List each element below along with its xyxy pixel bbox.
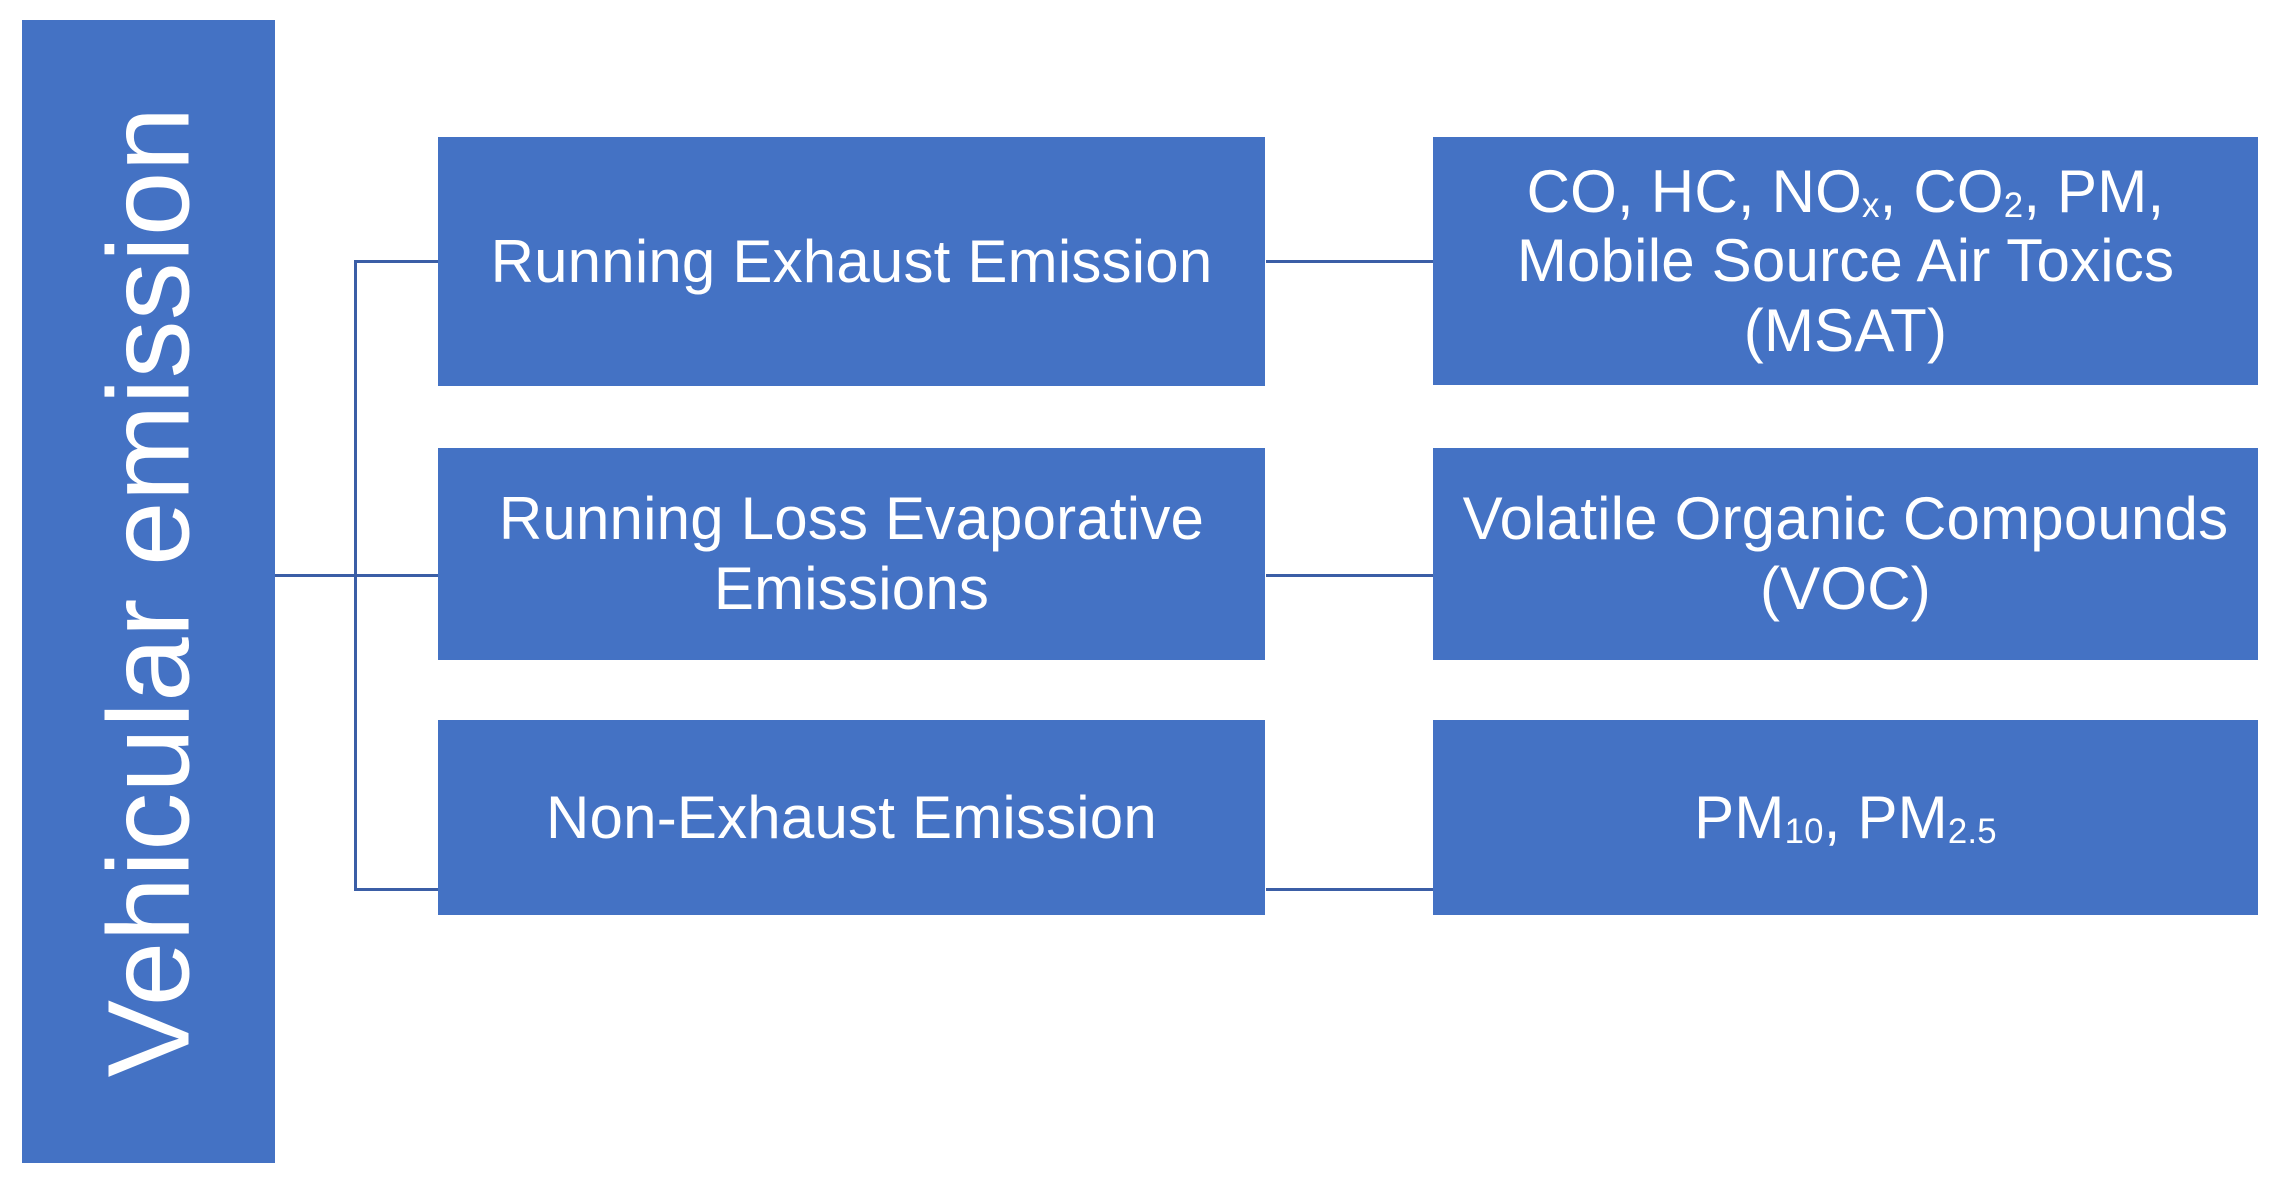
pollutant-node-2-label: Volatile Organic Compounds(VOC) bbox=[1462, 485, 2229, 622]
source-node-running-loss-evaporative-emissions[interactable]: Running Loss Evaporative Emissions bbox=[438, 448, 1265, 660]
source-node-running-exhaust-emission[interactable]: Running Exhaust Emission bbox=[438, 137, 1265, 386]
connector-root-stub bbox=[275, 574, 357, 577]
source-node-non-exhaust-emission[interactable]: Non-Exhaust Emission bbox=[438, 720, 1265, 915]
connector-link-1 bbox=[1266, 260, 1434, 263]
root-node-vehicular-emission[interactable]: Vehicular emission bbox=[22, 20, 275, 1163]
pollutant-node-3-label: PM10, PM2.5 bbox=[1694, 783, 1997, 852]
source-node-1-label: Running Exhaust Emission bbox=[490, 227, 1213, 295]
pollutant-node-particulate-matter[interactable]: PM10, PM2.5 bbox=[1433, 720, 2258, 915]
connector-link-2 bbox=[1266, 574, 1434, 577]
connector-branch-1 bbox=[354, 260, 440, 263]
connector-link-3 bbox=[1266, 888, 1434, 891]
connector-branch-3 bbox=[354, 888, 440, 891]
source-node-3-label: Non-Exhaust Emission bbox=[546, 783, 1157, 851]
root-node-label: Vehicular emission bbox=[83, 106, 214, 1077]
pollutant-node-1-label: CO, HC, NOx, CO2, PM,Mobile Source Air T… bbox=[1516, 157, 2175, 364]
connector-branch-2 bbox=[354, 574, 440, 577]
pollutant-node-voc[interactable]: Volatile Organic Compounds(VOC) bbox=[1433, 448, 2258, 660]
pollutant-node-exhaust[interactable]: CO, HC, NOx, CO2, PM,Mobile Source Air T… bbox=[1433, 137, 2258, 385]
source-node-2-label: Running Loss Evaporative Emissions bbox=[498, 485, 1205, 622]
